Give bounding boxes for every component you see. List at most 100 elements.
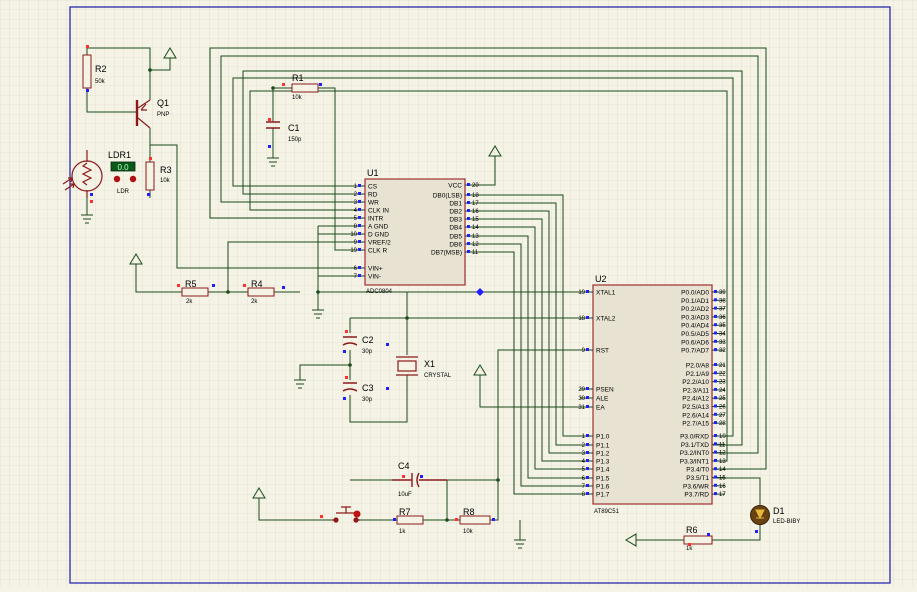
power-terminal-ea bbox=[473, 364, 487, 376]
u1pins-pin-name: DB7(MSB) bbox=[431, 250, 462, 257]
u1pins-pin-terminal bbox=[358, 248, 361, 251]
reset-pushbutton[interactable] bbox=[332, 506, 360, 523]
u2pins-pin-name: P0.2/AD2 bbox=[681, 306, 709, 313]
wires bbox=[86, 47, 767, 541]
c1-ref: C1 bbox=[288, 123, 300, 133]
resistor-r4-body[interactable] bbox=[247, 287, 275, 297]
u1pins-pin-terminal bbox=[467, 193, 470, 196]
c4-ref: C4 bbox=[398, 461, 410, 471]
u2pins-pin-name: P3.5/T1 bbox=[686, 475, 709, 482]
u2pins-pin-name: P2.7/A15 bbox=[682, 421, 709, 428]
capacitor-c2-symbol[interactable] bbox=[342, 336, 358, 346]
u2pins-pin-name: P2.1/A9 bbox=[686, 371, 710, 378]
capacitor-c3-symbol[interactable] bbox=[342, 382, 358, 392]
u1pins-pin-name: CLK IN bbox=[368, 208, 389, 215]
u2pins-pin-terminal bbox=[714, 396, 717, 400]
u2pins-pin-number: 14 bbox=[719, 467, 726, 473]
u2-ref: U2 bbox=[595, 274, 607, 284]
u2pins-pin-number: 34 bbox=[719, 332, 726, 338]
u1pins-pin-number: 15 bbox=[472, 217, 479, 223]
u2-chip-body[interactable] bbox=[592, 284, 713, 505]
u2pins-pin-number: 12 bbox=[719, 451, 726, 457]
u2pins-pin-name: P3.0/RXD bbox=[680, 434, 709, 441]
resistor-r3-body[interactable] bbox=[145, 161, 155, 191]
u1pins-pin-number: 16 bbox=[472, 209, 479, 215]
u2pins-pin-number: 28 bbox=[719, 421, 726, 427]
u2pins-pin-name: P3.4/T0 bbox=[686, 467, 709, 474]
u2pins-pin-terminal bbox=[714, 475, 717, 479]
c3-value: 30p bbox=[362, 397, 373, 403]
u2pins-pin-name: P0.4/AD4 bbox=[681, 323, 709, 330]
u2pins-pin-number: 24 bbox=[719, 388, 726, 394]
u1pins-pin-number: 12 bbox=[472, 242, 479, 248]
u2pins-pin-name: P1.0 bbox=[596, 434, 610, 441]
u1pins-pin-name: VIN+ bbox=[368, 266, 383, 273]
pushbutton-red-knob[interactable] bbox=[353, 510, 361, 518]
u2pins-pin-terminal bbox=[714, 412, 717, 416]
u2pins-pin-terminal bbox=[586, 348, 589, 351]
u2pins-pin-name: P3.2/INT0 bbox=[680, 450, 710, 457]
r4-value: 2k bbox=[251, 299, 258, 305]
r3-value: 10k bbox=[160, 178, 171, 184]
r4-ref: R4 bbox=[251, 279, 263, 289]
u1-ref: U1 bbox=[367, 168, 379, 178]
ldr-display-value: 0.0 bbox=[117, 163, 129, 172]
u2pins-pin-number: 35 bbox=[719, 323, 726, 329]
u1pins-pin-terminal bbox=[467, 183, 470, 186]
u2pins-pin-name: EA bbox=[596, 405, 605, 412]
u1pins-pin-terminal bbox=[467, 201, 470, 204]
r7-value: 1k bbox=[399, 529, 406, 535]
ldr-sensor-icon[interactable] bbox=[62, 150, 103, 198]
c3-ref: C3 bbox=[362, 383, 374, 393]
c1-value: 150p bbox=[288, 137, 302, 143]
resistor-r6-body[interactable] bbox=[683, 535, 713, 545]
u1pins-pin-number: 14 bbox=[472, 225, 479, 231]
u1pins-pin-name: INTR bbox=[368, 216, 383, 223]
u2pins-pin-name: P2.0/A8 bbox=[686, 363, 710, 370]
resistor-r8-body[interactable] bbox=[459, 515, 491, 525]
u1pins-pin-name: DB5 bbox=[449, 234, 462, 241]
u2pins-pin-number: 8 bbox=[582, 492, 586, 498]
u1-part: ADC0804 bbox=[366, 289, 393, 295]
power-terminal-rst bbox=[252, 487, 266, 499]
u2pins-pin-name: RST bbox=[596, 348, 609, 355]
u2pins-pin-number: 37 bbox=[719, 307, 726, 313]
u2pins-pin-number: 38 bbox=[719, 298, 726, 304]
u2pins-pin-terminal bbox=[586, 467, 589, 470]
u1pins-pin-number: 11 bbox=[472, 250, 479, 256]
resistor-r1-body[interactable] bbox=[291, 83, 319, 93]
capacitor-c1-symbol[interactable] bbox=[266, 121, 280, 138]
u2pins-pin-number: 4 bbox=[582, 459, 586, 465]
transistor-q1-symbol[interactable] bbox=[135, 99, 151, 129]
u1-chip-body[interactable] bbox=[364, 178, 466, 286]
u2pins-pin-terminal bbox=[586, 459, 589, 462]
crystal-x1-symbol[interactable] bbox=[396, 356, 418, 376]
u1pins-pin-name: VREF/2 bbox=[368, 240, 391, 247]
capacitor-c4-symbol[interactable] bbox=[392, 472, 447, 488]
ldr1-value: LDR bbox=[117, 189, 130, 195]
x1-value: CRYSTAL bbox=[424, 373, 452, 379]
led-d1-icon[interactable] bbox=[750, 505, 770, 525]
u2pins-pin-number: 33 bbox=[719, 340, 726, 346]
resistor-r2-body[interactable] bbox=[82, 54, 92, 89]
resistor-r5-body[interactable] bbox=[181, 287, 209, 297]
u2pins-pin-number: 13 bbox=[719, 459, 726, 465]
r6-ref: R6 bbox=[686, 525, 698, 535]
r2-ref: R2 bbox=[95, 64, 107, 74]
u2pins-pin-number: 36 bbox=[719, 315, 726, 321]
u2pins-pin-terminal bbox=[586, 405, 589, 408]
u2pins-pin-number: 2 bbox=[582, 443, 586, 449]
u2pins-pin-name: P1.3 bbox=[596, 459, 610, 466]
u2pins-pin-terminal bbox=[714, 314, 717, 318]
u2pins-pin-number: 22 bbox=[719, 371, 726, 377]
u2pins-pin-name: ALE bbox=[596, 396, 609, 403]
x1-ref: X1 bbox=[424, 359, 435, 369]
c4-value: 10uF bbox=[398, 492, 412, 498]
u1pins-pin-name: DB2 bbox=[449, 209, 462, 216]
resistor-r7-body[interactable] bbox=[396, 515, 424, 525]
u2pins-pin-name: P1.6 bbox=[596, 484, 610, 491]
u2pins-pin-name: P2.5/A13 bbox=[682, 404, 709, 411]
u2pins-pin-name: P1.2 bbox=[596, 451, 610, 458]
